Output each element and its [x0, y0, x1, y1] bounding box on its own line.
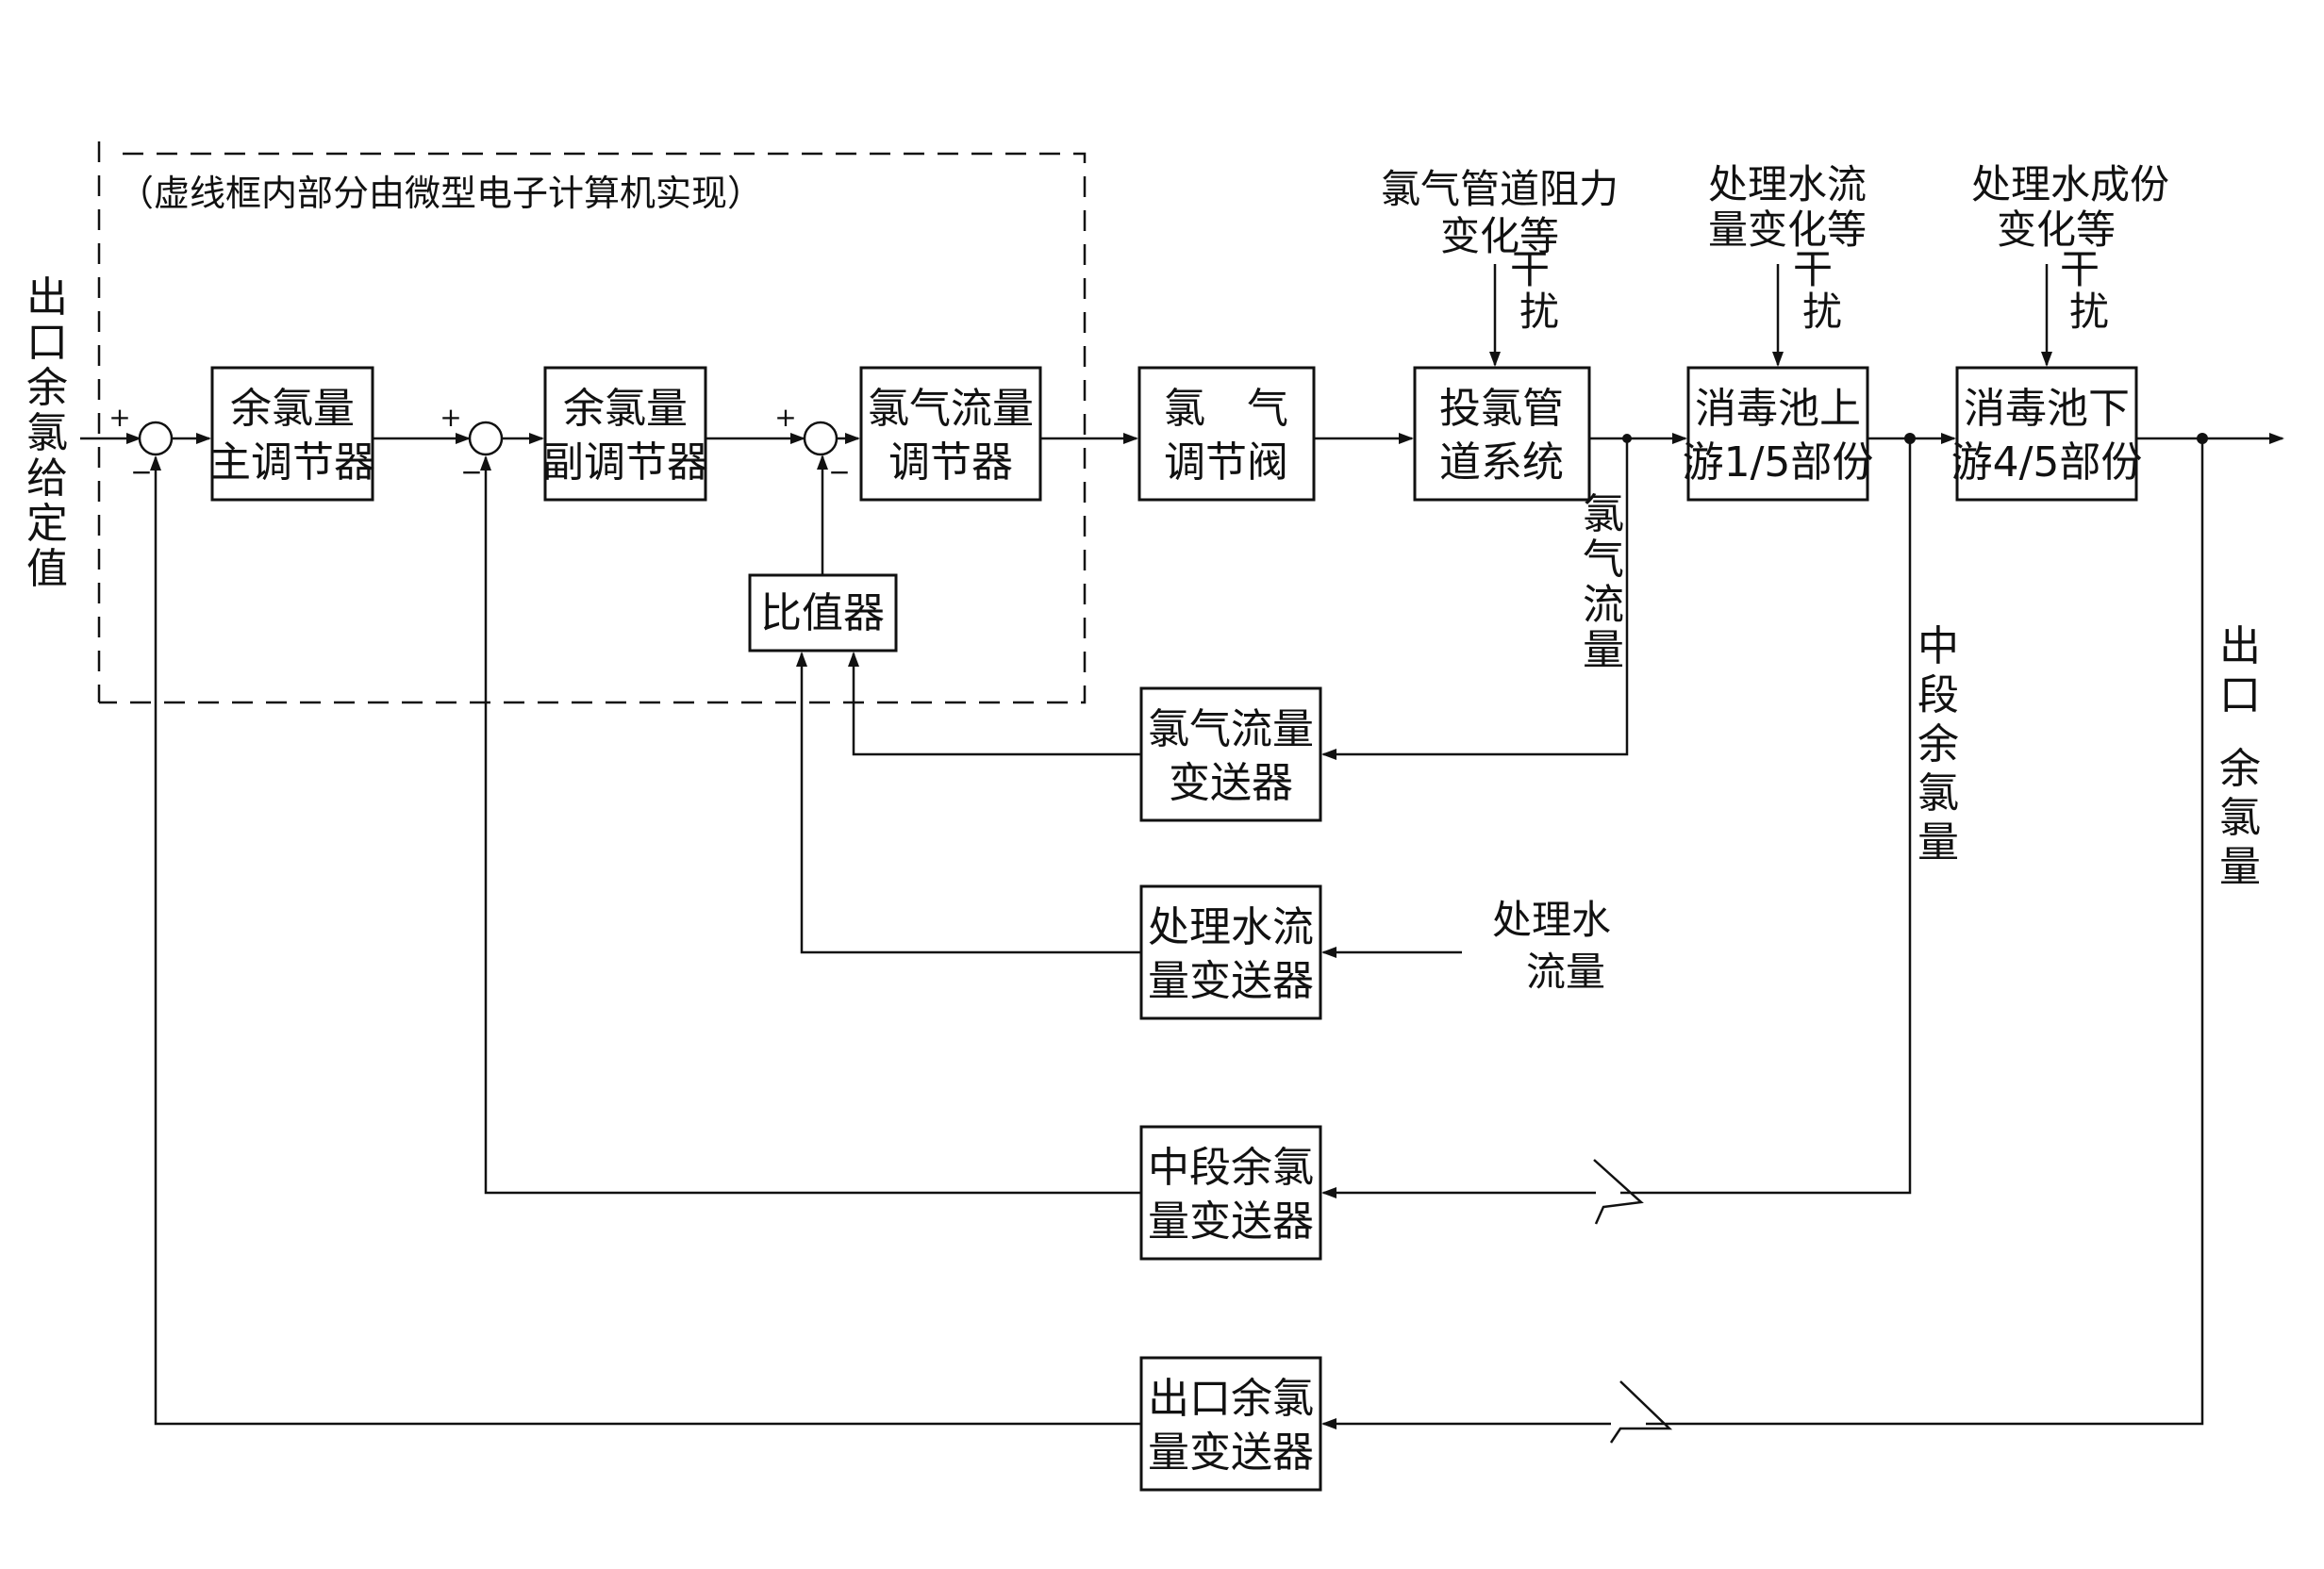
computer-region-label: （虚线框内部分由微型电子计算机实现） — [118, 173, 763, 214]
sum-secondary-plus: + — [440, 402, 461, 433]
main-regulator-block — [210, 366, 374, 502]
secondary-regulator-block — [543, 366, 707, 502]
mid-residual-transmitter-line2: 量变送器 — [1148, 1197, 1314, 1246]
disturbance-pipe-line4: 扰 — [1519, 289, 1559, 335]
outlet-residual-label: 出口余氯量 — [2219, 622, 2261, 891]
tank-upstream-line1: 消毒池上 — [1695, 385, 1861, 433]
tank-downstream-line1: 消毒池下 — [1964, 385, 2130, 433]
chlorine-flow-regulator-line1: 氯气流量 — [868, 385, 1034, 433]
main-regulator-line1: 余氯量 — [230, 385, 355, 433]
chlorine-flow-regulator-line2: 调节器 — [888, 438, 1013, 487]
disturbance-tankdown-line3: 干 — [2060, 246, 2100, 292]
disturbance-tankup-line2: 量变化等 — [1708, 206, 1867, 253]
disturbance-tankdown-line1: 处理水成份 — [1971, 161, 2169, 207]
dosing-pipe-line1: 投氯管 — [1439, 385, 1564, 433]
mid-residual-transmitter-block — [1139, 1125, 1322, 1261]
sum-main-plus: + — [108, 402, 130, 433]
sum-junction-flow — [803, 421, 838, 456]
wire-outlet-transmitter-sum1 — [150, 455, 1141, 1426]
computer-region-boundary — [99, 152, 1087, 704]
main-regulator-line2: 主调节器 — [209, 438, 375, 487]
sum-flow-plus: + — [774, 402, 796, 433]
water-flow-transmitter-block — [1139, 884, 1322, 1020]
disturbance-tankup-line4: 扰 — [1802, 289, 1842, 335]
sum-flow-minus: − — [828, 456, 850, 487]
secondary-regulator-line1: 余氯量 — [563, 385, 688, 433]
setpoint-label: 出口余氯给定值 — [26, 273, 68, 593]
disturbance-pipe-line2: 变化等 — [1440, 213, 1559, 259]
chlorine-valve-block — [1137, 366, 1316, 502]
sum-junction-main — [138, 421, 174, 456]
disturbance-tankup-line1: 处理水流 — [1708, 161, 1867, 207]
secondary-regulator-line2: 副调节器 — [542, 438, 708, 487]
disturbance-pipe-line1: 氯气管道阻力 — [1381, 166, 1618, 212]
water-flow-transmitter-line2: 量变送器 — [1148, 957, 1314, 1005]
dosing-pipe-line2: 道系统 — [1439, 438, 1564, 487]
tank-upstream-line2: 游1/5部份 — [1683, 438, 1874, 487]
chlorine-valve-line2: 调节阀 — [1164, 438, 1288, 487]
disturbance-pipe-line3: 干 — [1510, 246, 1550, 292]
chlorine-valve-line1: 氯 气 — [1164, 385, 1288, 433]
disturbance-tankdown-line2: 变化等 — [1997, 206, 2116, 253]
sum-junction-secondary — [468, 421, 504, 456]
ratio-unit-label: 比值器 — [760, 589, 885, 637]
water-flow-transmitter-line1: 处理水流 — [1148, 903, 1314, 951]
dosing-pipe-block — [1413, 366, 1591, 502]
wire-outlet-residual-signal — [1674, 438, 2204, 1426]
sum-secondary-minus: − — [460, 456, 482, 487]
disturbance-tankup-line3: 干 — [1793, 246, 1833, 292]
outlet-residual-transmitter-line1: 出口余氯 — [1148, 1375, 1314, 1423]
mid-residual-transmitter-line1: 中段余氯 — [1148, 1144, 1314, 1192]
water-flow-label-line2: 流量 — [1526, 949, 1605, 995]
disturbance-tankdown-line4: 扰 — [2069, 289, 2109, 335]
wire-mid-transmitter-sum2 — [480, 455, 1141, 1195]
chlorine-flow-regulator-block — [859, 366, 1042, 502]
wire-water-transmitter-ratio — [796, 652, 1141, 954]
outlet-residual-transmitter-line2: 量变送器 — [1148, 1429, 1314, 1477]
outlet-residual-transmitter-block — [1139, 1356, 1322, 1492]
chlorine-flow-signal-label: 氯气流量 — [1583, 490, 1624, 674]
chlorine-flow-transmitter-block — [1139, 686, 1322, 822]
tank-downstream-line2: 游4/5部份 — [1951, 438, 2143, 487]
water-flow-label-line1: 处理水 — [1492, 897, 1611, 943]
mid-residual-label: 中段余氯量 — [1917, 622, 1959, 867]
wire-chlorine-flow-signal — [1321, 438, 1629, 760]
wire-chlorine-transmitter-ratio — [848, 652, 1141, 756]
ratio-unit-block — [748, 573, 898, 652]
chlorine-flow-transmitter-line1: 氯气流量 — [1148, 705, 1314, 753]
sum-main-minus: − — [130, 456, 152, 487]
outlet-residual-sampling-switch — [1609, 1380, 1674, 1444]
chlorine-flow-transmitter-line2: 变送器 — [1169, 759, 1293, 807]
tank-upstream-block — [1686, 366, 1869, 502]
wire-mid-residual-signal — [1646, 438, 1912, 1195]
tank-downstream-block — [1955, 366, 2138, 502]
mid-residual-sampling-switch — [1593, 1159, 1646, 1225]
